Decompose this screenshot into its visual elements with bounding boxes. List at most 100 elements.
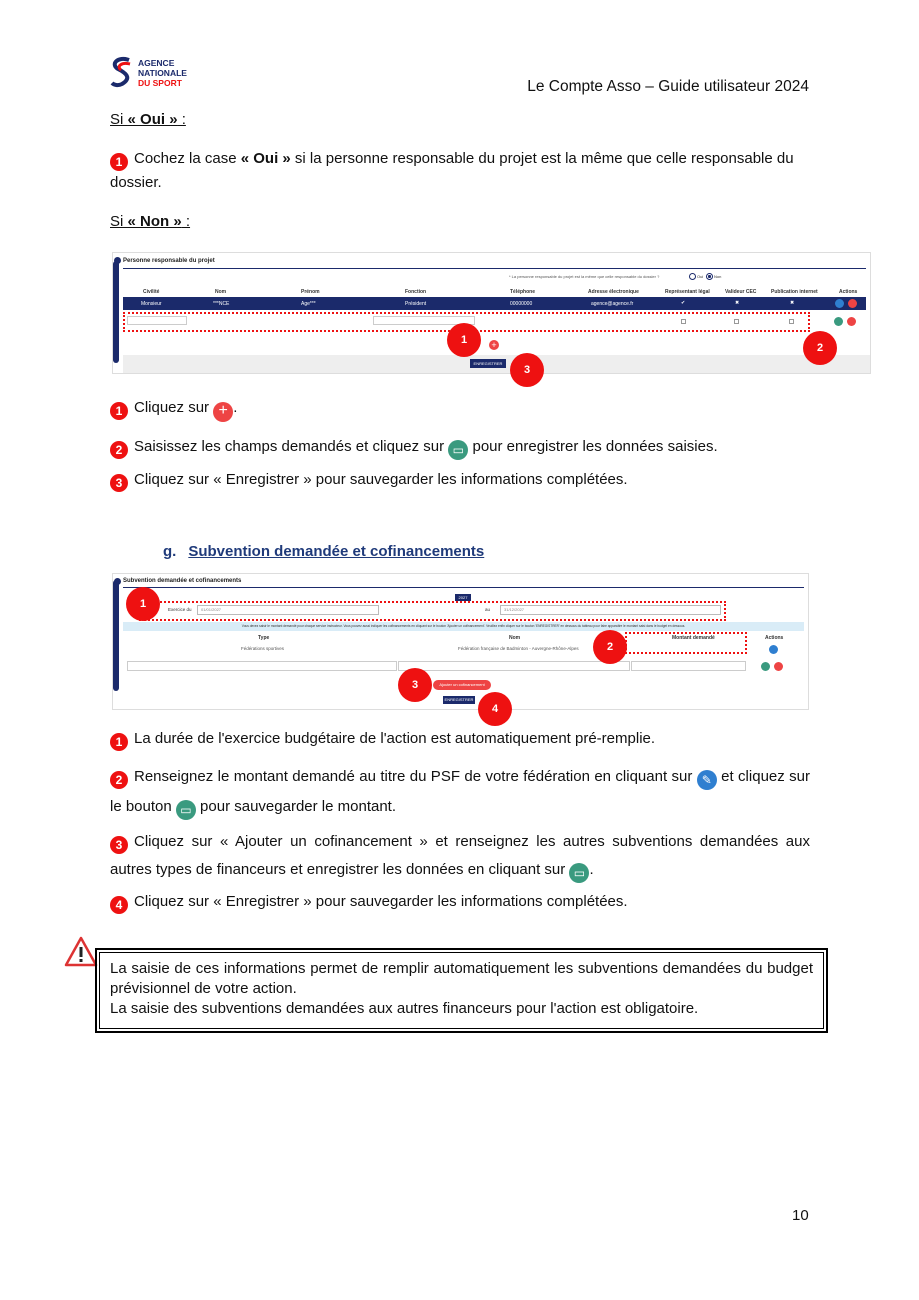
edit-icon[interactable] <box>835 299 844 308</box>
warning-triangle-icon <box>64 936 98 967</box>
warning-line-2: La saisie des subventions demandées aux … <box>110 1000 699 1017</box>
col-type: Type <box>258 635 270 641</box>
section-g-heading: g.Subvention demandée et cofinancements <box>163 543 484 560</box>
non-step2-text-a: Saisissez les champs demandés et cliquez… <box>134 438 449 455</box>
marker-1: 1 <box>126 587 160 621</box>
heading-si-oui: Si « Oui » : <box>110 108 186 132</box>
paragraph-non-step2: 2 Saisissez les champs demandés et clique… <box>110 435 718 460</box>
heading-si-oui-bold: « Oui » <box>127 111 178 128</box>
date-to-field[interactable]: 31/12/2027 <box>500 605 721 615</box>
heading-si-non: Si « Non » : <box>110 210 190 234</box>
agency-logo: AGENCE NATIONALE DU SPORT <box>110 56 200 90</box>
step-number-badge: 2 <box>110 771 128 789</box>
logo-line-3: DU SPORT <box>138 78 182 88</box>
warning-box: La saisie de ces informations permet de … <box>96 949 827 1032</box>
add-plus-icon: + <box>213 402 234 422</box>
cancel-icon[interactable] <box>847 317 856 326</box>
col-telephone: Téléphone <box>510 289 536 295</box>
edit-icon[interactable] <box>769 645 778 654</box>
paragraph-non-step1: 1 Cliquez sur +. <box>110 396 237 422</box>
cancel-icon[interactable] <box>774 662 783 671</box>
marker-4: 4 <box>478 692 512 726</box>
radio-oui[interactable] <box>689 273 696 280</box>
warning-line-1: La saisie de ces informations permet de … <box>110 960 813 997</box>
new-row-input[interactable] <box>373 316 475 325</box>
step-number-badge: 1 <box>110 402 128 420</box>
heading-si-non-bold: « Non » <box>127 213 182 230</box>
panel-title: Subvention demandée et cofinancements <box>123 578 242 584</box>
checkbox-publication[interactable] <box>789 319 794 324</box>
add-cofinancement-button[interactable]: Ajouter un cofinancement <box>433 680 491 690</box>
delete-icon[interactable] <box>848 299 857 308</box>
panel-title: Personne responsable du projet <box>123 258 215 264</box>
radio-non-label: Non <box>714 274 722 279</box>
checkbox-valideur[interactable] <box>734 319 739 324</box>
new-row-select[interactable] <box>127 316 187 325</box>
step-number-badge: 3 <box>110 836 128 854</box>
logo-line-2: NATIONALE <box>138 68 187 78</box>
save-button[interactable]: ENREGISTRER <box>470 359 506 368</box>
save-disk-icon: ▭ <box>175 800 196 820</box>
col-actions: Actions <box>765 635 784 641</box>
g-step2-text-c: pour sauvegarder le montant. <box>195 798 397 815</box>
cofinancement-type: Fédérations sportives <box>241 646 285 651</box>
col-nom: Nom <box>215 289 227 295</box>
save-icon[interactable] <box>761 662 770 671</box>
checkbox-representant[interactable] <box>681 319 686 324</box>
montant-highlight <box>625 632 747 654</box>
type-select[interactable] <box>127 661 397 671</box>
marker-3: 3 <box>398 668 432 702</box>
g-step3-text-a: Cliquez sur « Ajouter un cofinancement »… <box>110 833 810 878</box>
agency-logo-icon <box>110 57 131 88</box>
marker-1: 1 <box>447 323 481 357</box>
non-step2-text-b: pour enregistrer les données saisies. <box>468 438 718 455</box>
name-input[interactable] <box>398 661 630 671</box>
cell-fonction: Président <box>405 301 427 307</box>
year-badge: 2027 <box>455 594 471 601</box>
radio-oui-label: Oui <box>697 274 704 279</box>
oui-step1-text-a: Cochez la case <box>134 150 241 167</box>
panel-side-bar <box>113 580 119 691</box>
add-row-button[interactable]: + <box>489 340 499 350</box>
collapse-icon[interactable] <box>114 578 121 585</box>
radio-non[interactable] <box>706 273 713 280</box>
save-button[interactable]: ENREGISTRER <box>443 696 475 704</box>
oui-step1-text-b: « Oui » <box>240 150 291 167</box>
non-step1-text-b: . <box>233 399 238 416</box>
screenshot-subvention: Subvention demandée et cofinancements 20… <box>112 573 809 726</box>
marker-2: 2 <box>803 331 837 365</box>
col-nom: Nom <box>509 635 521 641</box>
col-publication: Publication internet <box>771 289 818 295</box>
cell-adresse: agence@agence.fr <box>591 301 634 307</box>
step-number-badge: 2 <box>110 441 128 459</box>
non-step1-text-a: Cliquez sur <box>134 399 214 416</box>
step-number-badge: 4 <box>110 896 128 914</box>
non-step3-text: Cliquez sur « Enregistrer » pour sauvega… <box>134 471 628 488</box>
cell-publication: ✖ <box>790 300 795 306</box>
save-icon[interactable] <box>834 317 843 326</box>
col-adresse: Adresse électronique <box>588 289 639 295</box>
g-step2-text-b: et cliquez sur le bouton <box>110 768 810 815</box>
cell-representant: ✔ <box>681 300 686 306</box>
heading-si-non-prefix: Si <box>110 213 128 230</box>
heading-si-non-suffix: : <box>181 213 191 230</box>
step-number-badge: 1 <box>110 733 128 751</box>
col-prenom: Prénom <box>301 289 320 295</box>
page-number: 10 <box>792 1207 809 1224</box>
amount-input[interactable] <box>631 661 746 671</box>
date-from-field[interactable]: 01/01/2027 <box>197 605 379 615</box>
cell-prenom: Age*** <box>301 301 316 307</box>
section-g-letter: g. <box>163 543 177 560</box>
cell-nom: ***NCE <box>213 301 230 307</box>
cofinancement-name: Fédération française de Badminton - Auve… <box>458 646 579 651</box>
cell-telephone: 00000000 <box>510 301 533 307</box>
collapse-icon[interactable] <box>114 257 121 264</box>
heading-si-oui-suffix: : <box>177 111 186 128</box>
au-label: au <box>485 607 491 612</box>
